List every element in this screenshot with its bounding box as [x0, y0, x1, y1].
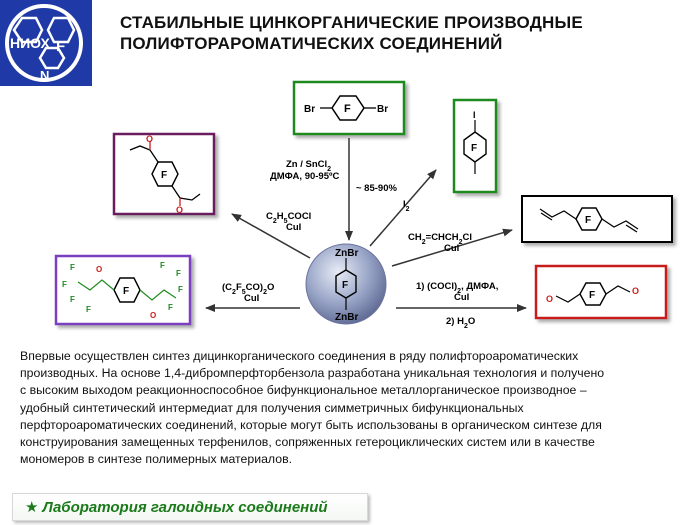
cond-allyl-chloride: CH2=CHCH2Cl: [408, 232, 472, 246]
body-line-6: конструирования замещенных терфенилов, с…: [20, 435, 595, 450]
logo-ring-letter: F: [56, 38, 65, 55]
cond-anhydride: (C2F5CO)2O: [222, 282, 274, 296]
perfluoro-f-7: F: [178, 285, 183, 294]
diiodide-ring-f: F: [471, 143, 477, 154]
body-line-1: Впервые осуществлен синтез дицинкорганич…: [20, 349, 579, 363]
body-line-5: перфтороароматических соединений, которы…: [20, 417, 602, 432]
lab-name-label: Лаборатория галоидных соединений: [42, 499, 328, 516]
body-line-2: производных. На основе 1,4-дибромперфтор…: [20, 366, 605, 381]
arrow-to-diiodide: [369, 169, 437, 247]
star-icon: ★: [25, 499, 39, 516]
diketone-o-bottom: O: [176, 205, 183, 215]
znbr-bottom: ZnBr: [335, 312, 358, 323]
diallyl-box: F: [521, 195, 673, 243]
lab-name: ★Лаборатория галоидных соединений: [25, 498, 328, 516]
perfluoro-f-3: F: [70, 295, 75, 304]
dialdehyde-ring-f: F: [589, 290, 595, 301]
cond-yield: ~ 85-90%: [356, 183, 397, 194]
diketone-box: O O F: [112, 132, 216, 216]
title-line-1: СТАБИЛЬНЫЕ ЦИНКОРГАНИЧЕСКИЕ ПРОИЗВОДНЫЕ: [120, 13, 583, 32]
perfluoro-f-2: F: [62, 280, 67, 289]
perfluoro-f-5: F: [160, 261, 165, 270]
cond-anhydride-cat: CuI: [244, 293, 259, 304]
br-left-label: Br: [304, 104, 315, 115]
body-line-3: с высоким выходом реакционноспособное би…: [20, 383, 587, 398]
start-material-box: Br Br F: [292, 80, 406, 136]
perfluoro-f-6: F: [176, 269, 181, 278]
logo-small-letter: N: [40, 68, 49, 83]
logo-graphic: НИОХ F N: [5, 4, 83, 83]
cond-zn-sncl2: Zn / SnCl2: [286, 159, 331, 173]
cond-oxalyl-cat: CuI: [454, 292, 469, 303]
cond-iodine: I2: [403, 199, 410, 213]
dialdehyde-o-left: O: [546, 294, 553, 304]
reaction-scheme: Br Br F O O F F O O F F F F F F F F: [54, 80, 673, 330]
perfluoro-f-8: F: [168, 303, 173, 312]
arrow-to-diallyl: [391, 228, 513, 267]
lab-footer-banner: ★Лаборатория галоидных соединений: [12, 493, 368, 521]
cond-acyl-cat: CuI: [286, 222, 301, 233]
arrow-to-diketone: [231, 213, 311, 259]
cond-water: 2) H2O: [446, 316, 475, 330]
institute-logo: НИОХ F N: [0, 0, 92, 86]
perfluoro-o-left: O: [96, 265, 102, 274]
br-right-label: Br: [377, 104, 388, 115]
perfluoro-f-1: F: [70, 263, 75, 272]
central-reagent: ZnBr ZnBr F: [305, 243, 387, 325]
dialdehyde-box: F O O: [534, 264, 668, 320]
title-line-2: ПОЛИФТОРАРОМАТИЧЕСКИХ СОЕДИНЕНИЙ: [120, 34, 503, 53]
znbr-top: ZnBr: [335, 248, 358, 259]
center-ring-f: F: [342, 280, 348, 291]
start-ring-f: F: [344, 103, 351, 115]
cond-allyl-cat: CuI: [444, 243, 459, 254]
diiodide-box: I F: [452, 98, 498, 194]
page-title: СТАБИЛЬНЫЕ ЦИНКОРГАНИЧЕСКИЕ ПРОИЗВОДНЫЕ …: [120, 12, 680, 54]
body-line-7: мономеров в синтезе полимерных материало…: [20, 452, 293, 467]
cond-dmfa-temp: ДМФА, 90-95ºC: [270, 171, 339, 182]
dialdehyde-o-right: O: [632, 286, 639, 296]
diallyl-ring-f: F: [585, 215, 591, 226]
perfluoro-diketone-box: F O O F F F F F F F F: [54, 254, 192, 326]
perfluoro-o-right: O: [150, 311, 156, 320]
body-line-4: удобный синтетический интермедиат для по…: [20, 400, 524, 415]
diketone-o-top: O: [146, 134, 153, 144]
cond-oxalyl: 1) (COCl)2, ДМФА,: [416, 281, 498, 295]
cond-acyl-chloride: C2H5COCl: [266, 211, 311, 225]
logo-text: НИОХ: [10, 35, 51, 51]
diketone-ring-f: F: [161, 170, 167, 181]
perfluoro-f-4: F: [86, 305, 91, 314]
description-paragraph: Впервые осуществлен синтез дицинкорганич…: [20, 348, 680, 468]
perfluoro-ring-f: F: [123, 286, 129, 297]
diiodide-i-top: I: [473, 110, 476, 120]
